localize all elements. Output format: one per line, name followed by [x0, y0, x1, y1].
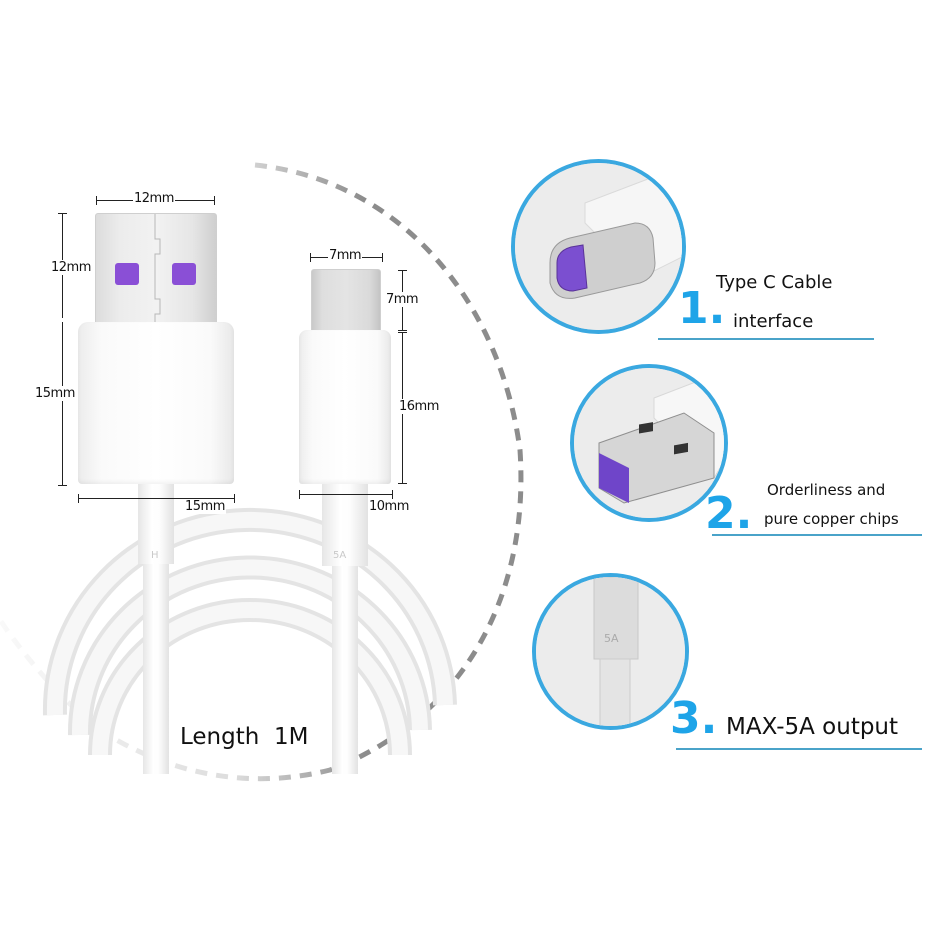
usb-c-plug-height-label: 7mm — [385, 292, 420, 307]
usb-a-plug — [95, 213, 217, 327]
usb-c-housing — [299, 330, 391, 484]
usb-a-contact-left — [115, 263, 139, 285]
feature-1-line2: interface — [733, 311, 814, 332]
dim-tick — [96, 196, 97, 205]
usb-c-housing-height-label: 16mm — [398, 399, 440, 414]
feature-1-underline — [658, 338, 874, 340]
feature-3-underline — [676, 748, 922, 750]
feature-3-mark: 5A — [604, 632, 619, 645]
dim-tick — [398, 483, 407, 484]
plug-seam — [154, 214, 161, 326]
dim-tick — [78, 494, 79, 503]
dim-tick — [234, 494, 235, 503]
dim-tick — [398, 270, 407, 271]
feature-2-image-circle — [570, 364, 728, 522]
feature-3-number: 3. — [670, 693, 718, 744]
usb-c-housing-width-label: 10mm — [368, 499, 410, 514]
feature-1-image-circle — [511, 159, 686, 334]
usb-a-housing-width-label: 15mm — [184, 499, 226, 514]
dim-tick — [58, 213, 67, 214]
feature-2-number: 2. — [705, 488, 753, 539]
dim-tick — [398, 332, 407, 333]
usb-a-cable — [138, 484, 174, 564]
usb-a-housing — [78, 322, 234, 484]
usb-a-plug-height-label: 12mm — [50, 260, 92, 275]
usb-a-contact-right — [172, 263, 196, 285]
dim-tick — [398, 330, 407, 331]
feature-2-underline — [712, 534, 922, 536]
dim-tick — [299, 490, 300, 499]
usb-c-cable — [322, 484, 368, 566]
feature-3-image-circle: 5A — [532, 573, 689, 730]
dim-line-usb-a-housing-width — [78, 498, 234, 499]
usb-c-plug — [311, 269, 381, 331]
dim-line-usb-c-housing-width — [299, 494, 392, 495]
length-label: Length 1M — [178, 724, 311, 750]
dim-tick — [382, 253, 383, 262]
usb-c-width-label: 7mm — [328, 248, 363, 263]
dim-tick — [392, 490, 393, 499]
dim-line-usb-a-housing-height — [62, 322, 63, 485]
feature-2-line2: pure copper chips — [764, 510, 899, 528]
usb-a-cable-lower — [143, 564, 169, 774]
usb-a-cable-mark: H — [151, 550, 159, 561]
dim-tick — [310, 253, 311, 262]
usb-a-housing-height-label: 15mm — [34, 386, 76, 401]
feature-3-line1: MAX-5A output — [726, 714, 899, 740]
usb-a-closeup-icon — [574, 368, 724, 518]
feature-1-line1: Type C Cable — [716, 272, 833, 293]
usb-c-cable-lower — [332, 566, 358, 774]
usb-c-closeup-icon — [515, 163, 682, 330]
cable-5a-closeup-icon — [536, 577, 685, 726]
usb-c-cable-mark: 5A — [333, 550, 347, 561]
feature-2-line1: Orderliness and — [767, 481, 886, 499]
usb-a-width-label: 12mm — [133, 191, 175, 206]
feature-1-number: 1. — [678, 283, 726, 334]
dim-tick — [58, 485, 67, 486]
dim-tick — [214, 196, 215, 205]
